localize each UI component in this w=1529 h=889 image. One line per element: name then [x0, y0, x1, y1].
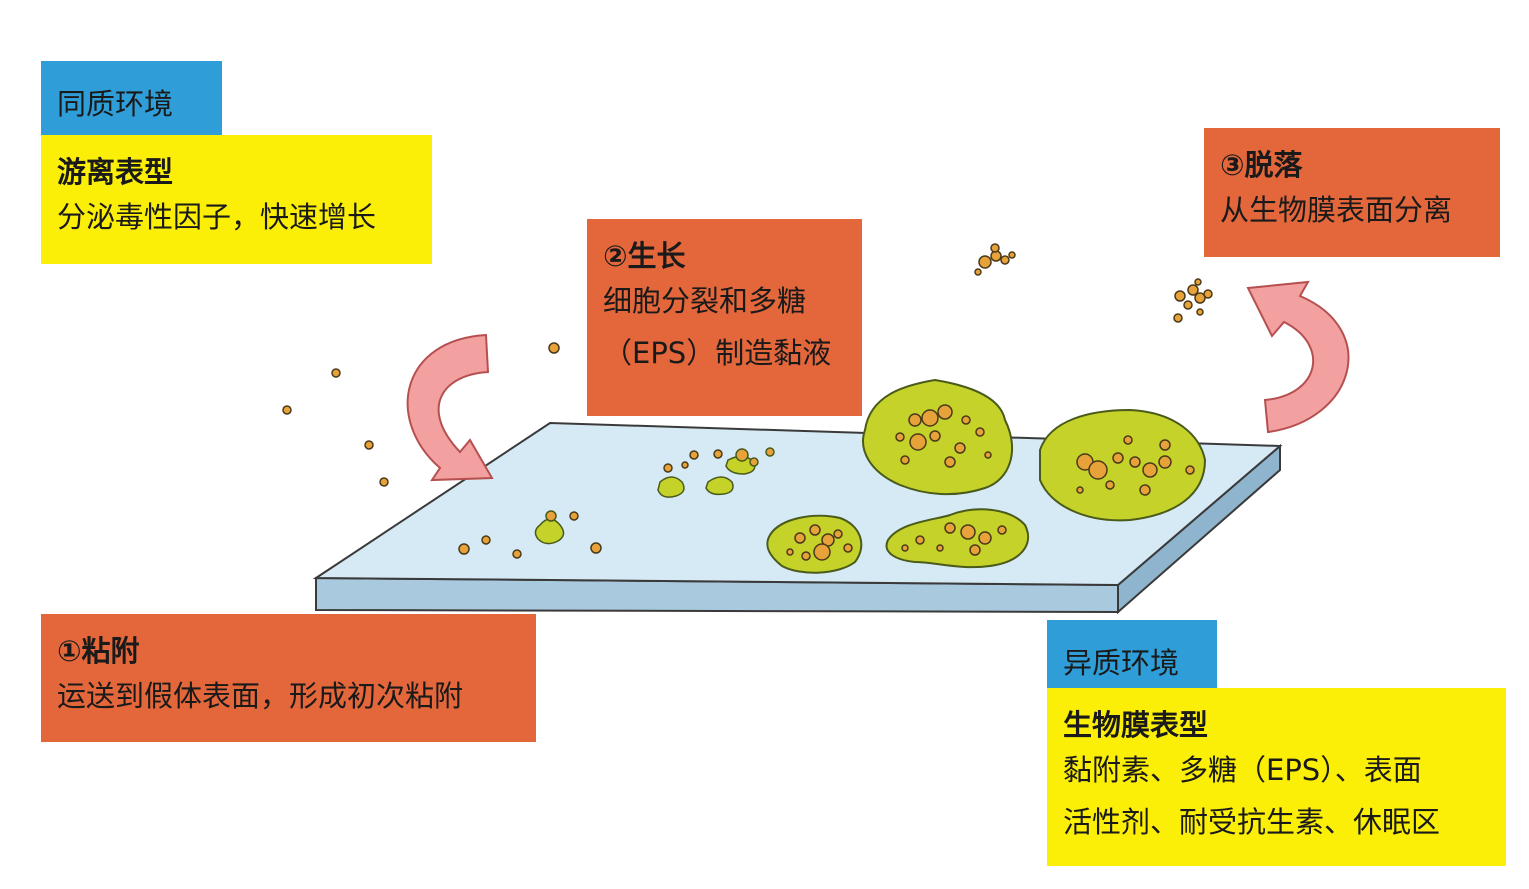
heterogeneous-tag-label: 异质环境 — [1063, 646, 1180, 680]
step-growth-title: ②生长 — [603, 239, 686, 273]
detached-bacteria — [974, 243, 1213, 323]
homogeneous-tag-label: 同质环境 — [57, 87, 174, 121]
biofilm-phenotype-desc-1: 黏附素、多糖（EPS）、表面 — [1063, 753, 1422, 787]
step-detachment-box: ③脱落 从生物膜表面分离 — [1204, 128, 1500, 257]
step-growth-desc-2: （EPS）制造黏液 — [603, 336, 832, 370]
step-detachment-desc: 从生物膜表面分离 — [1220, 193, 1453, 227]
arrow-adhesion-icon — [406, 333, 494, 482]
step-adhesion-title: ①粘附 — [57, 634, 140, 668]
step-detachment-title: ③脱落 — [1220, 148, 1303, 182]
arrow-detachment-icon — [1246, 280, 1350, 434]
step-growth-box: ②生长 细胞分裂和多糖 （EPS）制造黏液 — [587, 219, 862, 416]
colony-bacteria — [786, 404, 1195, 561]
planktonic-phenotype-title: 游离表型 — [57, 155, 174, 189]
step-adhesion-desc: 运送到假体表面，形成初次粘附 — [57, 679, 464, 713]
free-bacteria — [282, 342, 723, 559]
step-growth-desc-1: 细胞分裂和多糖 — [603, 284, 807, 318]
biofilm-colonies — [766, 378, 1207, 574]
heterogeneous-environment-tag: 异质环境 — [1047, 620, 1217, 688]
planktonic-phenotype-box: 游离表型 分泌毒性因子，快速增长 — [41, 135, 432, 264]
biofilm-phenotype-title: 生物膜表型 — [1063, 708, 1209, 742]
biofilm-phenotype-box: 生物膜表型 黏附素、多糖（EPS）、表面 活性剂、耐受抗生素、休眠区 — [1047, 688, 1506, 866]
planktonic-phenotype-desc: 分泌毒性因子，快速增长 — [57, 200, 377, 234]
homogeneous-environment-tag: 同质环境 — [41, 61, 222, 135]
small-clusters — [534, 447, 775, 545]
biofilm-phenotype-desc-2: 活性剂、耐受抗生素、休眠区 — [1063, 805, 1441, 839]
step-adhesion-box: ①粘附 运送到假体表面，形成初次粘附 — [41, 614, 536, 742]
